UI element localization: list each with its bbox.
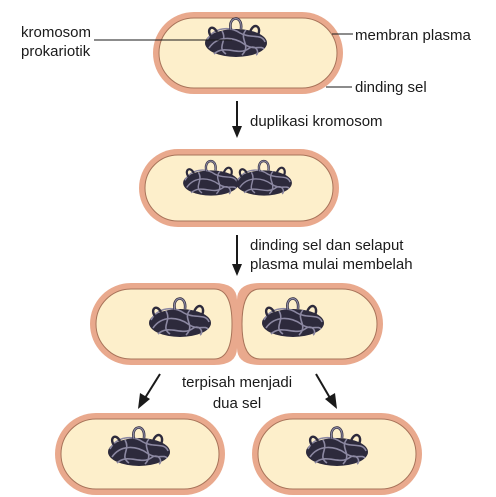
arrow-left-shaft bbox=[145, 374, 160, 398]
chromosome-label-line2: prokariotik bbox=[21, 43, 91, 60]
arrow-right-head bbox=[325, 393, 337, 409]
plasma-membrane-label: membran plasma bbox=[355, 27, 472, 44]
arrow-1-head bbox=[232, 126, 242, 138]
step-separated-label-line1: terpisah menjadi bbox=[182, 374, 292, 391]
arrow-2-head bbox=[232, 264, 242, 276]
arrow-right-shaft bbox=[316, 374, 330, 398]
step-dividing-label-line1: dinding sel dan selaput bbox=[250, 237, 404, 254]
step-duplication-label: duplikasi kromosom bbox=[250, 113, 383, 130]
step-dividing-label-line2: plasma mulai membelah bbox=[250, 256, 413, 273]
arrow-left-head bbox=[138, 393, 150, 409]
step-separated-label-line2: dua sel bbox=[213, 395, 261, 412]
chromosome-label-line1: kromosom bbox=[21, 24, 91, 41]
cell-wall-label: dinding sel bbox=[355, 79, 427, 96]
